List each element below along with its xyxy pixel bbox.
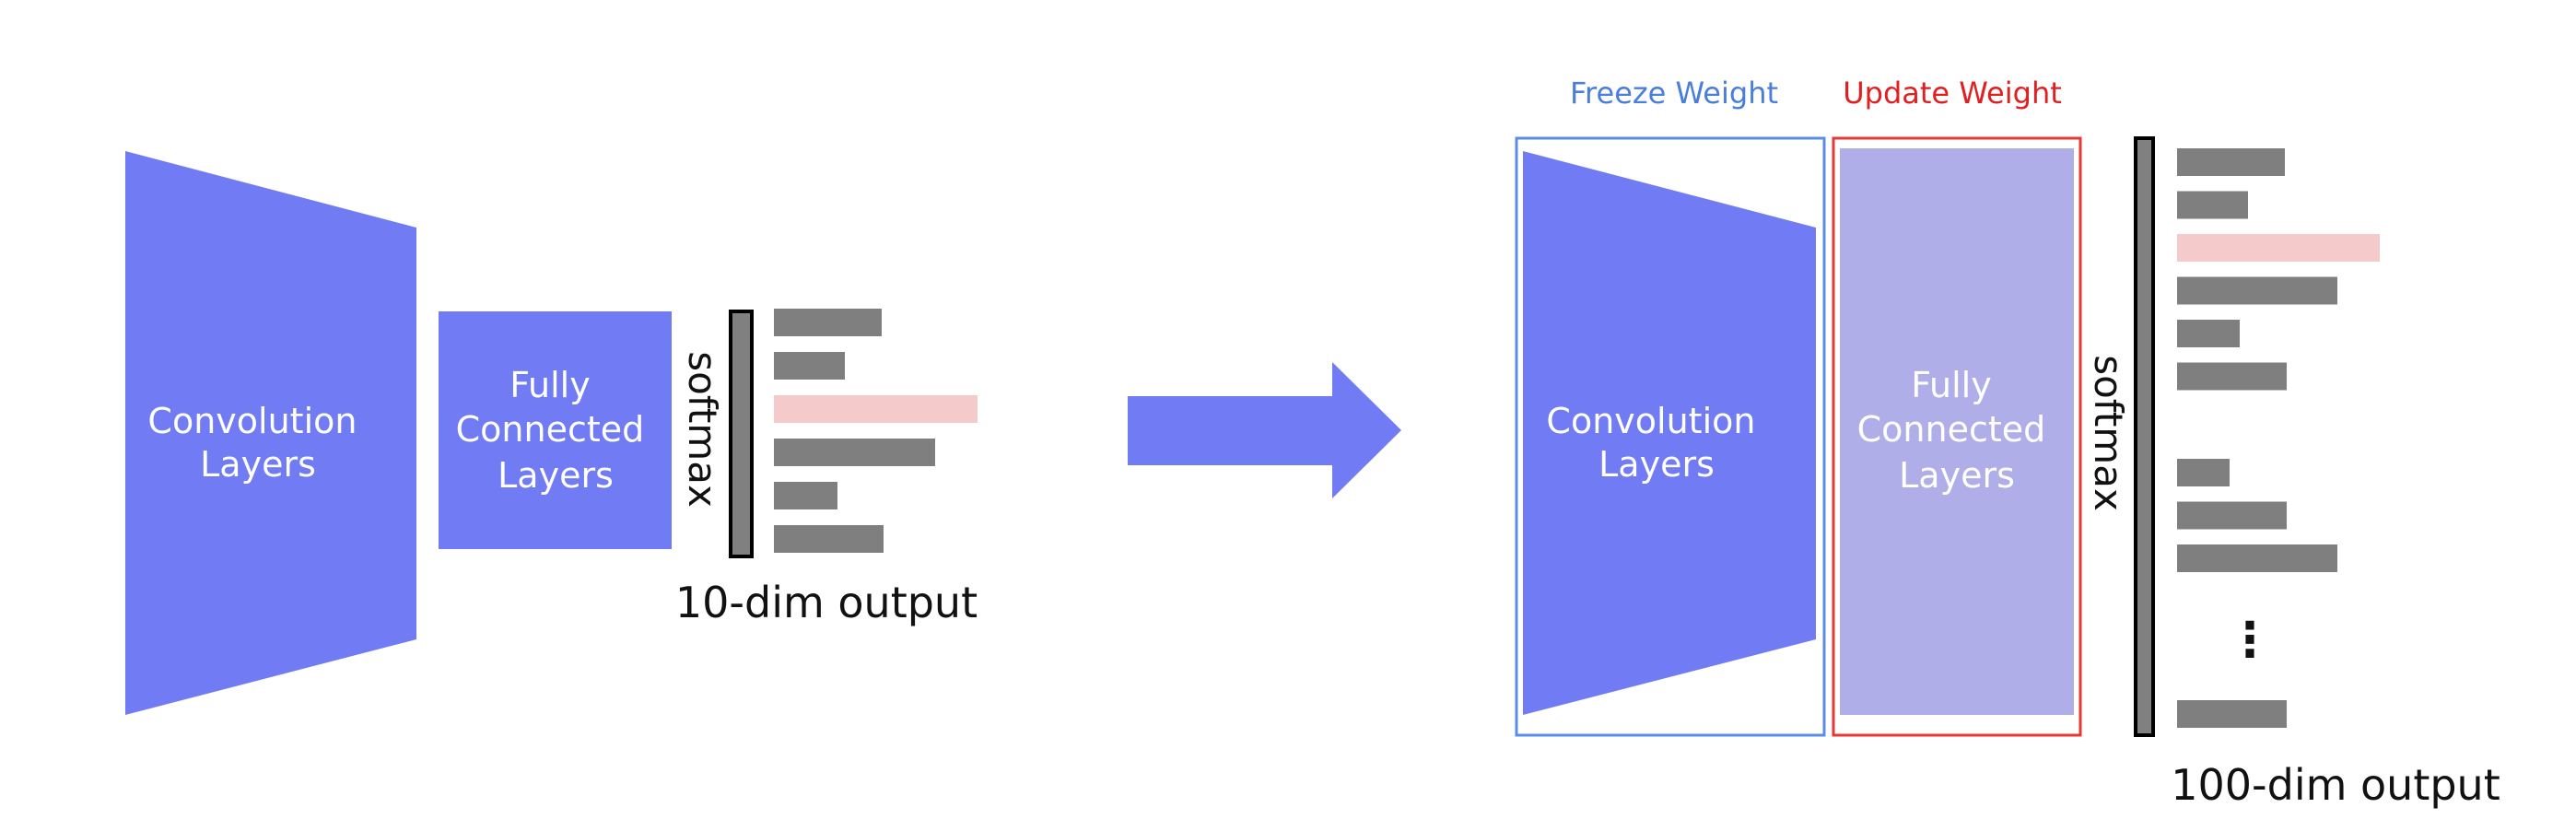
right-output-bar-8	[2177, 501, 2287, 530]
right-softmax-label: softmax	[2086, 355, 2131, 511]
right-output-bar-1	[2177, 148, 2285, 176]
right-output-bar-4	[2177, 276, 2337, 305]
output-ellipsis: ⋮	[2226, 613, 2274, 668]
right-fc-label-line3: Layers	[1899, 455, 2015, 496]
left-output-bars	[774, 309, 978, 553]
right-output-bars	[2177, 148, 2380, 728]
transition-arrow	[1128, 362, 1401, 498]
left-output-bar-6	[774, 525, 884, 553]
left-conv-label-line2: Layers	[200, 444, 316, 485]
right-conv-label: Convolution Layers	[1546, 401, 1766, 485]
left-output-bar-1	[774, 309, 882, 336]
left-output-bar-5	[774, 482, 837, 509]
right-output-bar-2	[2177, 191, 2248, 219]
left-fc-label-line3: Layers	[498, 455, 614, 496]
left-fc-label: Fully Connected Layers	[456, 365, 656, 496]
right-output-bar-6	[2177, 362, 2287, 391]
right-fc-label-line1: Fully	[1911, 365, 1991, 405]
right-output-bar-10	[2177, 700, 2287, 728]
right-softmax-bar	[2134, 136, 2155, 737]
right-conv-label-line2: Layers	[1598, 444, 1715, 485]
left-fc-label-line2: Connected	[456, 409, 645, 450]
left-output-bar-2	[774, 352, 845, 380]
left-softmax-bar	[729, 310, 754, 558]
right-output-bar-7	[2177, 459, 2230, 486]
left-output-bar-3	[774, 395, 978, 423]
left-conv-label-line1: Convolution	[147, 401, 357, 441]
right-conv-layers-block	[1523, 151, 1816, 715]
right-conv-label-line1: Convolution	[1546, 401, 1755, 441]
left-model: Convolution Layers Fully Connected Layer…	[125, 151, 978, 715]
right-fc-label: Fully Connected Layers	[1857, 365, 2057, 496]
left-fc-layers-block	[439, 311, 672, 549]
right-output-bar-5	[2177, 320, 2240, 347]
left-softmax-label: softmax	[680, 351, 725, 508]
left-conv-label: Convolution Layers	[147, 401, 368, 485]
freeze-weight-box	[1515, 136, 1826, 737]
update-weight-box	[1832, 136, 2082, 737]
right-output-bar-9	[2177, 544, 2337, 572]
right-fc-label-line2: Connected	[1857, 409, 2046, 450]
right-fc-layers-block	[1840, 148, 2074, 715]
left-fc-label-line1: Fully	[509, 365, 590, 405]
left-output-label: 10-dim output	[675, 578, 978, 627]
left-output-bar-4	[774, 439, 935, 466]
right-output-bar-3	[2177, 234, 2380, 262]
update-weight-label: Update Weight	[1843, 76, 2062, 111]
right-output-label: 100-dim output	[2171, 760, 2500, 810]
freeze-weight-label: Freeze Weight	[1570, 76, 1778, 111]
right-model: Freeze Weight Update Weight Convolution …	[1515, 76, 2500, 810]
left-conv-layers-block	[125, 151, 416, 715]
